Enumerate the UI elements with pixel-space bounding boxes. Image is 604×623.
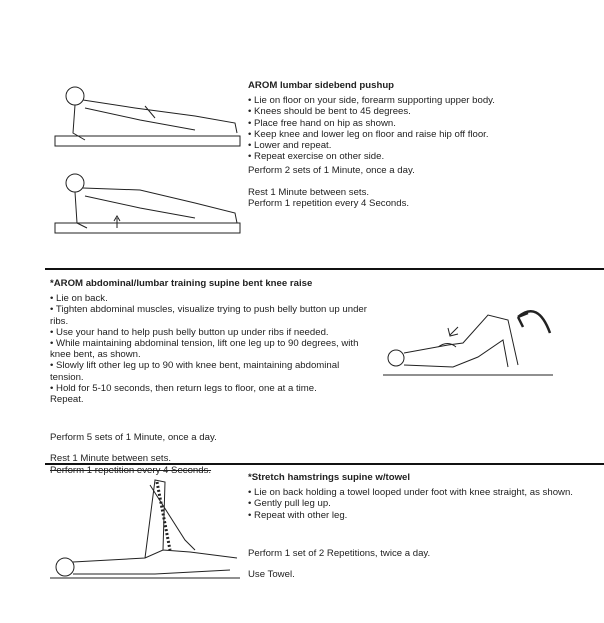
instruction: • While maintaining abdominal tension, l… [50,338,359,361]
instruction: • Keep knee and lower leg on floor and r… [248,128,489,140]
equipment-note: Use Towel. [248,569,295,581]
reps-text: Perform 1 repetition every 4 Seconds. [50,464,212,476]
section-divider [45,463,604,465]
dosage: Perform 5 sets of 1 Minute, once a day. [50,432,217,444]
exercise-title: AROM lumbar sidebend pushup [248,80,395,91]
instruction: Repeat. [50,394,84,406]
instruction: • Tighten abdominal muscles, visualize t… [50,304,367,327]
instruction: • Slowly lift other leg up to 90 with kn… [50,360,340,383]
instruction: • Repeat exercise on other side. [248,151,385,163]
instruction: • Use your hand to help push belly butto… [50,326,329,338]
section-divider [45,268,604,270]
instruction: • Repeat with other leg. [248,509,348,521]
rest-text: Rest 1 Minute between sets. [50,453,172,465]
dosage: Perform 2 sets of 1 Minute, once a day. [248,165,415,177]
section-sidebend-pushup: AROM lumbar sidebend pushup • Lie on flo… [248,80,495,209]
dosage: Perform 1 set of 2 Repetitions, twice a … [248,547,431,559]
instruction: • Gently pull leg up. [248,498,331,510]
exercise-title: *AROM abdominal/lumbar training supine b… [50,278,313,289]
instruction: • Lie on back. [50,293,108,305]
instruction: • Lie on back holding a towel looped und… [248,487,573,499]
rest-text: Rest 1 Minute between sets. [248,186,370,198]
instruction: • Lower and repeat. [248,140,332,152]
instruction: • Knees should be bent to 45 degrees. [248,106,411,118]
instruction: • Place free hand on hip as shown. [248,117,396,129]
instruction: • Hold for 5-10 seconds, then return leg… [50,382,317,394]
reps-text: Perform 1 repetition every 4 Seconds. [248,197,410,209]
instruction: • Lie on floor on your side, forearm sup… [248,95,495,107]
exercise-title: *Stretch hamstrings supine w/towel [248,472,411,483]
section-hamstring-stretch: *Stretch hamstrings supine w/towel • Lie… [248,472,573,580]
sidebend-pushup-illustration [54,86,241,234]
bent-knee-raise-illustration [383,310,553,376]
section-bent-knee-raise: *AROM abdominal/lumbar training supine b… [50,278,375,476]
hamstring-stretch-illustration [50,479,240,579]
